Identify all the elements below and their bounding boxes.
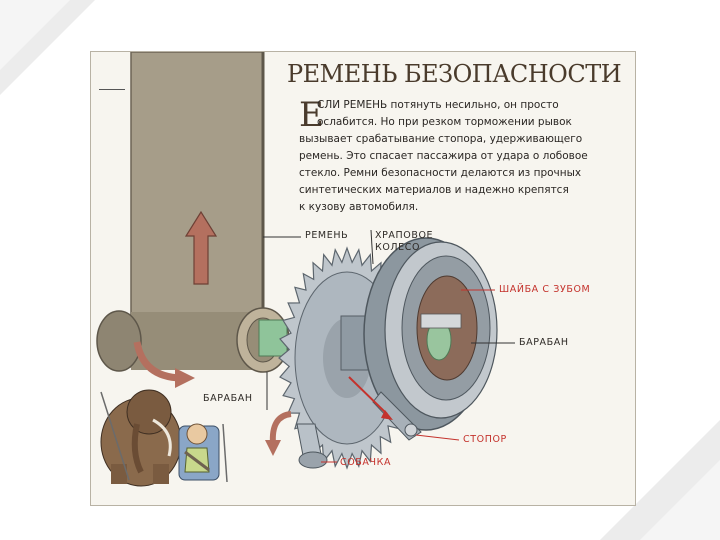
curved-arrow-icon [265, 414, 291, 456]
label-pawl: СОБАЧКА [340, 457, 391, 469]
intro-line: стекло. Ремни безопасности делаются из п… [299, 165, 624, 182]
intro-paragraph: СЛИ РЕМЕНЬ потянуть несильно, он просто … [299, 97, 624, 216]
intro-line: вызывает срабатывание стопора, удерживаю… [299, 131, 624, 148]
intro-line: ремень. Это спасает пассажира от удара о… [299, 148, 624, 165]
label-stopper: СТОПОР [463, 434, 507, 446]
label-ratchet-line1: ХРАПОВОЕ [375, 230, 433, 242]
intro-line: СЛИ РЕМЕНЬ потянуть несильно, он просто [299, 97, 624, 114]
child-in-car-seat-illustration [179, 424, 227, 482]
intro-line: к кузову автомобиля. [299, 199, 624, 216]
intro-line: ослабится. Но при резком торможении рыво… [299, 114, 624, 131]
illustration-panel: РЕМЕНЬ БЕЗОПАСНОСТИ Е СЛИ РЕМЕНЬ потянут… [90, 51, 636, 506]
intro-line: синтетических материалов и надежно крепя… [299, 182, 624, 199]
label-ratchet-wheel: ХРАПОВОЕ КОЛЕСО [375, 230, 433, 254]
label-drum-left: БАРАБАН [203, 393, 253, 405]
drum-roll-left [97, 311, 141, 371]
page-title: РЕМЕНЬ БЕЗОПАСНОСТИ [287, 60, 621, 88]
mammoth-illustration [101, 390, 181, 486]
label-belt: РЕМЕНЬ [305, 230, 348, 242]
label-toothed-washer: ШАЙБА С ЗУБОМ [499, 284, 590, 296]
label-drum-right: БАРАБАН [519, 337, 569, 349]
label-ratchet-line2: КОЛЕСО [375, 242, 433, 254]
